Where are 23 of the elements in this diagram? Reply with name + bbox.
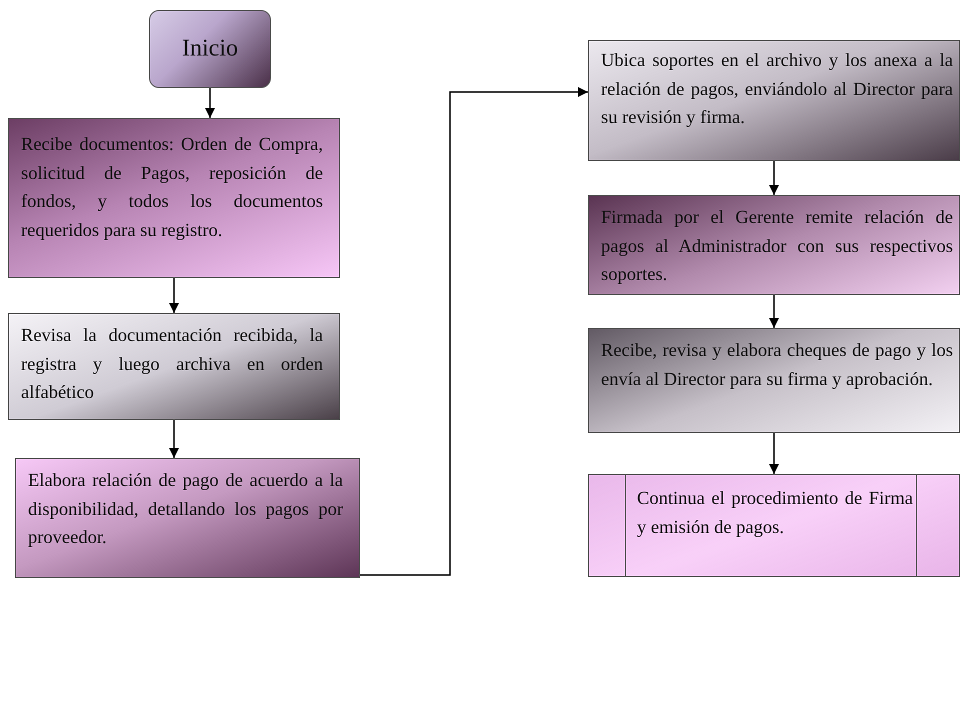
arrow bbox=[769, 295, 779, 328]
step-text: Recibe, revisa y elabora cheques de pago y los envía al Director para su firma y aprobación. bbox=[601, 340, 953, 392]
step-text: Elabora relación de pago de acuerdo a la disponibilidad, detallando los pagos por proveedor. bbox=[28, 470, 343, 550]
start-box bbox=[149, 10, 271, 88]
arrow bbox=[769, 433, 779, 474]
process-box bbox=[8, 118, 340, 278]
arrow bbox=[769, 161, 779, 195]
step-text: Revisa la documentación recibida, la registra y luego archiva en orden alfabético bbox=[21, 325, 323, 406]
arrow bbox=[205, 88, 215, 118]
process-box bbox=[8, 313, 340, 420]
step-text: Ubica soportes en el archivo y los anexa a la relación de pagos, enviándolo al Director para su revisión y firma. bbox=[601, 50, 953, 130]
start-label: Inicio bbox=[181, 34, 239, 64]
process-box bbox=[15, 458, 360, 578]
arrow bbox=[169, 420, 179, 458]
process-box bbox=[588, 40, 960, 161]
arrow bbox=[169, 278, 179, 313]
process-box bbox=[588, 328, 960, 433]
process-box bbox=[588, 195, 960, 295]
arrow bbox=[360, 87, 588, 576]
predefined-process-box bbox=[588, 474, 960, 577]
step-text: Recibe documentos: Orden de Compra, solicitud de Pagos, reposición de fondos, y todos los documentos requeridos para su registro. bbox=[21, 134, 323, 244]
step-text: Continua el procedimiento de Firma y emisión de pagos. bbox=[637, 488, 913, 540]
step-text: Firmada por el Gerente remite relación de pagos al Administrador con sus respectivos soportes. bbox=[601, 207, 953, 288]
